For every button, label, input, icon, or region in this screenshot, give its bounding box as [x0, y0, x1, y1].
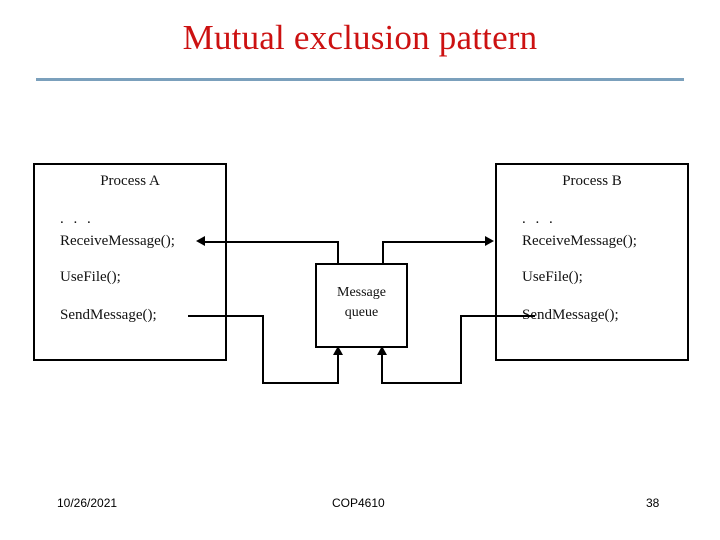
process-b-line-usefile: UseFile();	[522, 269, 583, 285]
connector-queue-to-a-vertical	[337, 241, 339, 265]
process-a-line-ellipsis: . . .	[60, 211, 94, 227]
footer-course-code: COP4610	[332, 496, 385, 510]
footer-date: 10/26/2021	[57, 496, 118, 510]
process-b-title: Process B	[562, 173, 622, 189]
connector-a-to-queue-horizontal-top	[188, 315, 264, 317]
process-a-box: Process A . . . ReceiveMessage(); UseFil…	[33, 163, 227, 361]
process-b-line-receive: ReceiveMessage();	[522, 233, 637, 249]
connector-queue-to-a-horizontal	[205, 241, 338, 243]
connector-b-to-queue-vertical	[460, 315, 462, 384]
connector-b-to-queue-horizontal-top	[460, 315, 535, 317]
footer-page-number: 38	[646, 496, 660, 510]
arrow-queue-to-b	[485, 236, 494, 246]
process-b-line-ellipsis: . . .	[522, 211, 556, 227]
connector-a-to-queue-vertical	[262, 315, 264, 384]
process-b-line-send: SendMessage();	[522, 307, 619, 323]
connector-a-to-queue-horizontal-bottom	[262, 382, 339, 384]
arrow-b-to-queue	[377, 346, 387, 355]
arrow-a-to-queue	[333, 346, 343, 355]
process-a-line-receive: ReceiveMessage();	[60, 233, 175, 249]
process-a-title: Process A	[100, 173, 160, 189]
message-queue-box: Message queue	[315, 263, 408, 348]
connector-a-to-queue-riser	[337, 355, 339, 384]
process-a-line-usefile: UseFile();	[60, 269, 121, 285]
message-queue-label-line2: queue	[344, 305, 379, 320]
title-divider	[36, 78, 684, 81]
connector-b-to-queue-riser	[381, 355, 383, 384]
process-b-box: Process B . . . ReceiveMessage(); UseFil…	[495, 163, 689, 361]
message-queue-label-line1: Message	[337, 285, 386, 300]
process-a-line-send: SendMessage();	[60, 307, 157, 323]
connector-queue-to-b-horizontal	[382, 241, 485, 243]
page-title: Mutual exclusion pattern	[182, 18, 538, 57]
connector-queue-to-b-vertical	[382, 241, 384, 265]
arrow-queue-to-a	[196, 236, 205, 246]
connector-b-to-queue-horizontal-bottom	[381, 382, 462, 384]
